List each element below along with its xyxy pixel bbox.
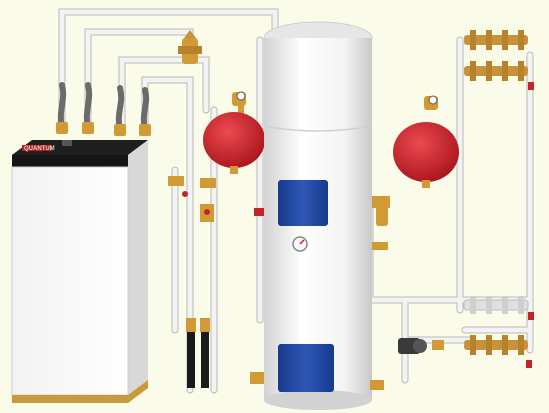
water-tank <box>263 21 373 410</box>
boiler-brand-badge <box>22 145 52 151</box>
manifold-bottom-1 <box>463 296 529 314</box>
tank-fittings <box>250 196 390 390</box>
air-separator <box>178 30 202 64</box>
red-valve-handles <box>526 82 534 368</box>
flex-hoses <box>57 82 150 133</box>
tank-panel-upper <box>278 180 328 226</box>
boiler-valves <box>56 122 151 136</box>
boiler-unit: QUANTUM <box>11 140 148 403</box>
manifold-top-1 <box>464 30 528 50</box>
expansion-vessel-right <box>393 95 459 188</box>
left-fittings <box>168 176 216 332</box>
boiler-brand-label: QUANTUM <box>24 146 55 152</box>
manifold-top-2 <box>464 61 528 81</box>
manifold-bottom-2 <box>464 335 528 355</box>
circulator-pump <box>398 338 444 354</box>
drain-pipes <box>187 332 209 388</box>
tank-panel-lower <box>278 344 334 392</box>
expansion-vessel-left <box>203 91 265 174</box>
